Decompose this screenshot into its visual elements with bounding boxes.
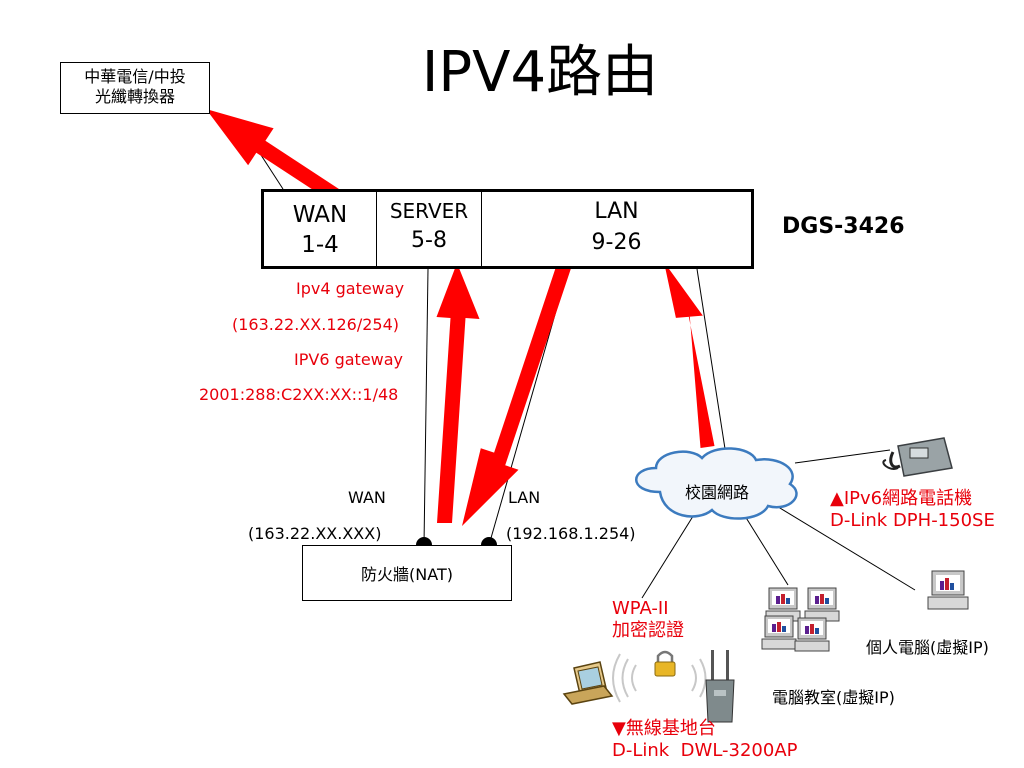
wpa-label: WPA-II 加密認證 <box>612 598 684 642</box>
ipv6-phone-label: ▲IPv6網路電話機 D-Link DPH-150SE <box>830 488 995 532</box>
switch-lan-name: LAN <box>594 199 639 224</box>
fw-lan-ip: (192.168.1.254) <box>506 524 636 543</box>
line-cloud-to-phone <box>794 449 891 464</box>
firewall-box: 防火牆(NAT) <box>302 545 512 601</box>
ap-label: ▼無線基地台 D-Link DWL-3200AP <box>612 718 798 762</box>
lock-icon <box>654 650 676 677</box>
switch-server-name: SERVER <box>389 199 469 223</box>
fw-wan-ip: (163.22.XX.XXX) <box>248 524 382 543</box>
switch-server-segment: SERVER 5-8 <box>377 192 482 266</box>
arrow-up-cloud-to-lan <box>664 262 715 448</box>
wifi-signal-icon <box>612 653 707 703</box>
ipv6-phone-line2: D-Link DPH-150SE <box>830 510 995 531</box>
line-server-to-fw-wan <box>423 268 429 546</box>
computer-icon <box>794 617 830 652</box>
laptop-icon <box>562 661 614 705</box>
switch-wan-ports: 1-4 <box>301 232 339 258</box>
isp-box-line1: 中華電信/中投 <box>84 67 186 86</box>
line-cloud-to-pc <box>769 501 916 591</box>
ap-line1: ▼無線基地台 <box>612 718 716 739</box>
line-cloud-to-classroom <box>739 507 789 586</box>
line-lan-to-cloud <box>696 268 729 469</box>
ap-line2: D-Link DWL-3200AP <box>612 740 798 761</box>
ipv6-gateway-label: IPV6 gateway <box>294 350 404 369</box>
switch-lan-ports: 9-26 <box>591 230 642 255</box>
wpa-line1: WPA-II <box>612 598 669 619</box>
wpa-line2: 加密認證 <box>612 620 684 641</box>
isp-box-line2: 光纖轉換器 <box>94 87 175 106</box>
access-point-icon <box>705 650 735 723</box>
switch-wan-name: WAN <box>292 202 348 228</box>
fw-lan-label: LAN <box>508 488 541 507</box>
cloud-icon <box>635 447 798 520</box>
ipv4-gateway-label: Ipv4 gateway <box>296 279 405 298</box>
isp-fiber-converter-box: 中華電信/中投 光纖轉換器 <box>60 62 210 114</box>
switch-wan-segment: WAN 1-4 <box>264 192 377 266</box>
switch-box: WAN 1-4 SERVER 5-8 LAN 9-26 <box>261 189 754 269</box>
switch-model-label: DGS-3426 <box>782 214 905 239</box>
line-cloud-to-ap <box>641 504 701 599</box>
ipv4-gateway-address: (163.22.XX.126/254) <box>232 315 400 334</box>
switch-server-ports: 5-8 <box>411 228 447 253</box>
pc-label: 個人電腦(虛擬IP) <box>866 638 989 657</box>
computer-icon <box>804 587 840 622</box>
arrow-up-fw-to-server <box>436 263 480 523</box>
phone-icon <box>882 437 953 477</box>
ipv6-phone-line1: ▲IPv6網路電話機 <box>830 488 973 509</box>
switch-lan-segment: LAN 9-26 <box>482 192 751 266</box>
computer-icon <box>761 615 797 650</box>
computer-icon <box>927 570 969 610</box>
fw-wan-label: WAN <box>348 488 386 507</box>
ipv6-gateway-address: 2001:288:C2XX:XX::1/48 <box>199 385 399 404</box>
campus-network-label: 校園網路 <box>685 483 750 502</box>
page-title: IPV4路由 <box>421 40 659 105</box>
classroom-label: 電腦教室(虛擬IP) <box>772 688 895 707</box>
arrow-down-lan-to-fw <box>462 260 572 526</box>
